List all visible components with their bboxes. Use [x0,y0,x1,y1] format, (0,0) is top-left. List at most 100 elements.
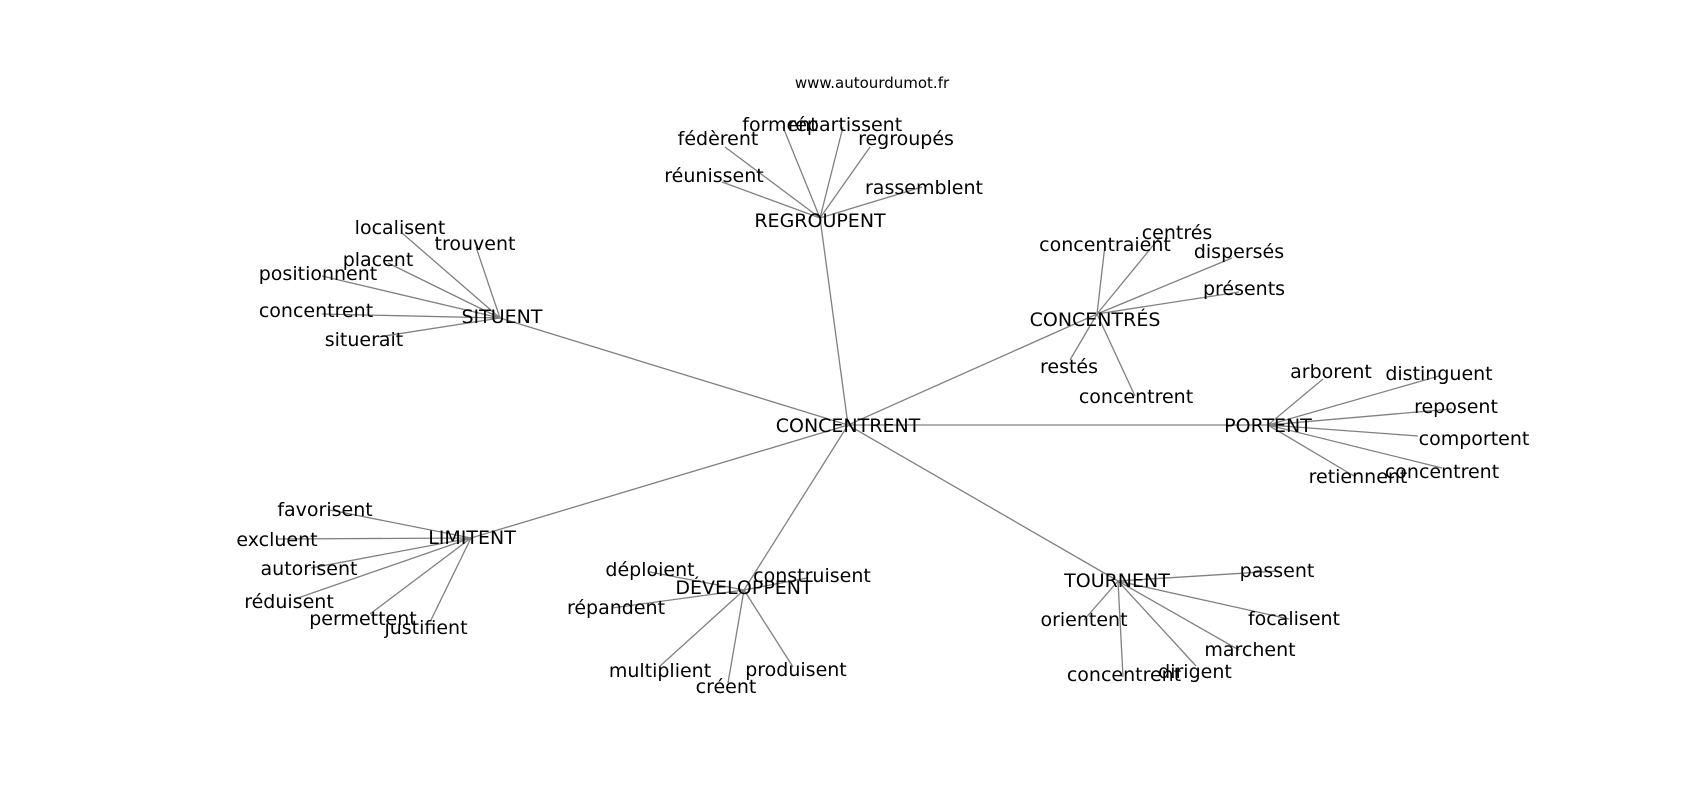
edge-regroupent-rassemblent [819,186,923,219]
leaf-node-developpent-produisent: produisent [745,659,847,681]
edge-concentres-concentrent [1096,313,1136,397]
leaf-node-tournent-orientent: orientent [1040,609,1127,631]
leaf-node-regroupent-rassemblent: rassemblent [865,177,983,199]
edge-center-developpent [743,424,849,591]
graph-nodes: CONCENTRENT REGROUPENTfédèrentformentrép… [236,114,1529,698]
edge-limitent-excluent [277,537,472,540]
leaf-node-developpent-deploient: déploient [605,559,694,581]
leaf-node-regroupent-repartissent: répartissent [788,114,902,136]
leaf-node-developpent-multiplient: multiplient [609,660,711,682]
edge-situent-localisent [401,232,501,319]
edge-concentres-concentraient [1096,244,1106,315]
hub-node-developpent: DÉVELOPPENT [675,576,813,599]
edge-situent-positionnent [321,275,501,319]
hub-node-limitent: LIMITENT [428,527,516,549]
leaf-node-situent-positionnent: positionnent [259,263,377,285]
leaf-node-tournent-concentrent: concentrent [1067,664,1181,686]
edge-concentres-centres [1096,236,1161,315]
leaf-node-situent-trouvent: trouvent [435,233,516,255]
edge-portent-arborent [1267,378,1324,426]
edge-tournent-passent [1117,570,1279,582]
edge-developpent-produisent [743,589,794,668]
edge-center-concentres [847,313,1098,426]
leaf-node-portent-retiennent: retiennent [1309,466,1408,488]
leaf-node-developpent-repandent: répandent [567,597,665,619]
leaf-node-limitent-justifient: justifient [383,617,467,639]
edge-regroupent-reunissent [721,181,821,219]
edge-limitent-favorisent [329,509,472,539]
edge-developpent-multiplient [658,589,745,668]
leaf-node-limitent-excluent: excluent [236,529,317,551]
leaf-node-tournent-dirigent: dirigent [1158,661,1232,683]
edge-portent-concentrent [1267,424,1443,469]
leaf-node-portent-comportent: comportent [1419,428,1530,450]
leaf-node-limitent-autorisent: autorisent [261,558,358,580]
hub-node-tournent: TOURNENT [1063,570,1170,592]
edge-tournent-focalisent [1117,580,1290,620]
edge-developpent-construisent [743,577,808,591]
edge-developpent-deploient [649,571,745,591]
edge-concentres-disperses [1096,257,1233,315]
edge-regroupent-repartissent [819,126,844,219]
leaf-node-situent-situerait: situerait [325,329,404,351]
edge-limitent-permettent [369,537,472,615]
edge-situent-concentrent [321,313,501,319]
center-node: CONCENTRENT [776,415,921,437]
edge-developpent-repandent [611,589,745,609]
leaf-node-concentres-concentrent: concentrent [1079,386,1193,408]
edge-limitent-reduisent [294,537,472,600]
edge-center-regroupent [819,217,849,426]
edge-portent-distinguent [1267,375,1440,426]
leaf-node-situent-localisent: localisent [355,217,446,239]
edge-center-limitent [470,424,849,539]
hub-node-portent: PORTENT [1224,415,1312,437]
leaf-node-limitent-reduisent: réduisent [244,591,334,613]
hub-node-situent: SITUENT [461,306,542,328]
edge-tournent-concentrent [1117,580,1124,678]
leaf-node-tournent-focalisent: focalisent [1248,608,1340,630]
edge-situent-placent [387,262,501,319]
leaf-node-situent-concentrent: concentrent [259,300,373,322]
leaf-node-concentres-restes: restés [1040,356,1098,378]
leaf-node-regroupent-reunissent: réunissent [664,165,763,187]
edge-concentres-restes [1069,313,1098,361]
leaf-node-situent-placent: placent [343,249,414,271]
leaf-node-concentres-concentraient: concentraient [1039,234,1171,256]
leaf-node-portent-reposent: reposent [1414,396,1498,418]
edge-limitent-autorisent [310,537,472,569]
edge-tournent-dirigent [1117,580,1197,667]
leaf-node-portent-distinguent: distinguent [1385,363,1492,385]
edge-limitent-justifient [430,537,472,621]
edge-center-tournent [847,424,1119,582]
leaf-node-portent-concentrent: concentrent [1385,461,1499,483]
leaf-node-limitent-permettent: permettent [309,608,417,630]
edge-developpent-creent [727,589,745,684]
edge-tournent-marchent [1117,580,1240,651]
edge-regroupent-forment [782,126,821,219]
leaf-node-tournent-marchent: marchent [1204,639,1295,661]
leaf-node-concentres-presents: présents [1203,278,1285,300]
leaf-node-regroupent-regroupes: regroupés [858,128,954,150]
edge-portent-retiennent [1267,424,1355,477]
leaf-node-developpent-creent: créent [696,676,757,698]
graph-edges [277,126,1453,684]
leaf-node-concentres-disperses: dispersés [1194,241,1284,263]
leaf-node-concentres-centres: centrés [1142,222,1213,244]
edge-situent-situerait [377,317,501,338]
hub-node-regroupent: REGROUPENT [754,210,886,232]
hub-node-concentres: CONCENTRÉS [1030,308,1161,331]
edge-regroupent-regroupes [819,146,871,219]
leaf-node-regroupent-forment: forment [742,114,817,136]
leaf-node-portent-arborent: arborent [1290,361,1372,383]
edge-portent-comportent [1267,424,1419,437]
edge-situent-trouvent [475,246,501,319]
leaf-node-regroupent-federent: fédèrent [678,128,759,150]
leaf-node-developpent-construisent: construisent [753,565,871,587]
edge-concentres-presents [1096,291,1240,315]
edge-portent-reposent [1267,408,1453,426]
leaf-node-tournent-passent: passent [1240,560,1315,582]
edge-tournent-orientent [1083,580,1119,621]
edge-center-situent [499,317,849,426]
edge-regroupent-federent [724,146,821,219]
